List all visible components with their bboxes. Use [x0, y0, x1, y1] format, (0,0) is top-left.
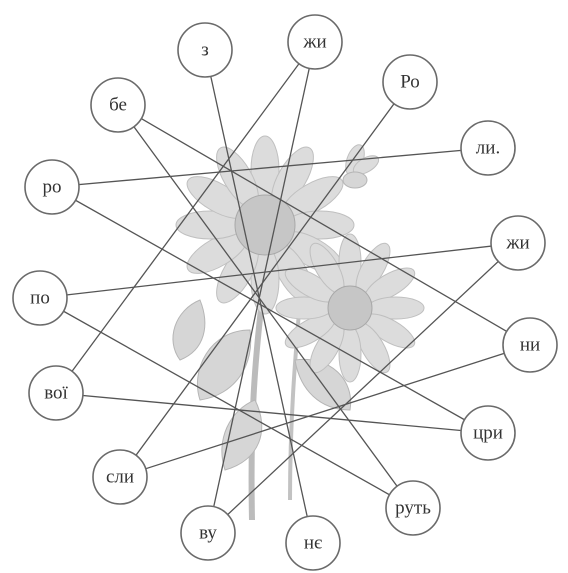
syllable-node-tsri[interactable]: цри [460, 405, 516, 461]
syllable-label: ву [199, 523, 217, 544]
sunflower-stem [248, 299, 265, 521]
syllable-node-vu[interactable]: ву [180, 505, 236, 561]
syllable-label: ни [520, 335, 540, 356]
syllable-node-be[interactable]: бе [90, 77, 146, 133]
syllable-circle [490, 215, 546, 271]
syllable-node-ni[interactable]: ни [502, 317, 558, 373]
sunflower-leaf-4 [172, 299, 206, 361]
syllable-node-po[interactable]: по [12, 270, 68, 326]
sunflower-bud [342, 144, 380, 189]
syllable-label: сли [106, 467, 134, 488]
syllable-circle [12, 270, 68, 326]
connection-line-be-ni [117, 104, 531, 346]
connection-line-sly-ni [119, 344, 531, 478]
sunflower-leaf [196, 329, 252, 401]
syllable-label: вої [44, 383, 68, 404]
syllable-circle [24, 159, 80, 215]
syllable-circle [460, 120, 516, 176]
sunflower-stem-2 [288, 299, 302, 501]
syllable-node-li[interactable]: ли. [460, 120, 516, 176]
syllable-label: ро [43, 177, 62, 198]
syllable-label: Ро [400, 72, 420, 93]
syllable-node-Ro[interactable]: Ро [382, 54, 438, 110]
syllable-node-z[interactable]: з [177, 22, 233, 78]
sunflower-illustration [172, 135, 425, 521]
sunflower-head-right [275, 233, 425, 383]
syllable-node-zhi2[interactable]: жи [490, 215, 546, 271]
syllable-label: по [30, 288, 50, 309]
syllable-label: нє [304, 533, 322, 554]
connection-lines [39, 41, 531, 544]
syllable-node-ne[interactable]: нє [285, 515, 341, 571]
syllable-label: цри [473, 423, 503, 444]
syllable-node-ro[interactable]: ро [24, 159, 80, 215]
syllable-circle [385, 480, 441, 536]
syllable-label: руть [395, 498, 431, 519]
syllable-circle [460, 405, 516, 461]
syllable-node-sly[interactable]: сли [92, 449, 148, 505]
syllable-circle [92, 449, 148, 505]
connection-line-Ro-sly [119, 81, 411, 478]
connection-line-po-zhi2 [39, 242, 519, 299]
connection-line-vu-zhi2 [207, 242, 519, 534]
connection-line-po-rut [39, 297, 414, 509]
syllable-circle [180, 505, 236, 561]
syllable-node-rut[interactable]: руть [385, 480, 441, 536]
connection-line-zhi1-vu [207, 41, 316, 534]
connection-line-voi-tsri [55, 392, 489, 434]
connection-line-ro-tsri [51, 186, 489, 434]
syllable-node-zhi1[interactable]: жи [287, 14, 343, 70]
syllable-circle [28, 365, 84, 421]
syllable-node-voi[interactable]: вої [28, 365, 84, 421]
syllable-label: жи [505, 233, 529, 254]
syllable-circle [177, 22, 233, 78]
connection-line-be-rut [117, 104, 414, 509]
syllable-label: ли. [476, 138, 500, 159]
syllable-circle [90, 77, 146, 133]
connection-line-zhi1-voi [55, 41, 316, 394]
syllable-label: бе [109, 95, 127, 116]
syllable-circle [285, 515, 341, 571]
syllable-circle [502, 317, 558, 373]
syllable-label: жи [302, 32, 326, 53]
syllable-circle [287, 14, 343, 70]
connection-line-ro-li [51, 147, 489, 188]
syllable-label: з [201, 40, 209, 61]
syllable-circle [382, 54, 438, 110]
